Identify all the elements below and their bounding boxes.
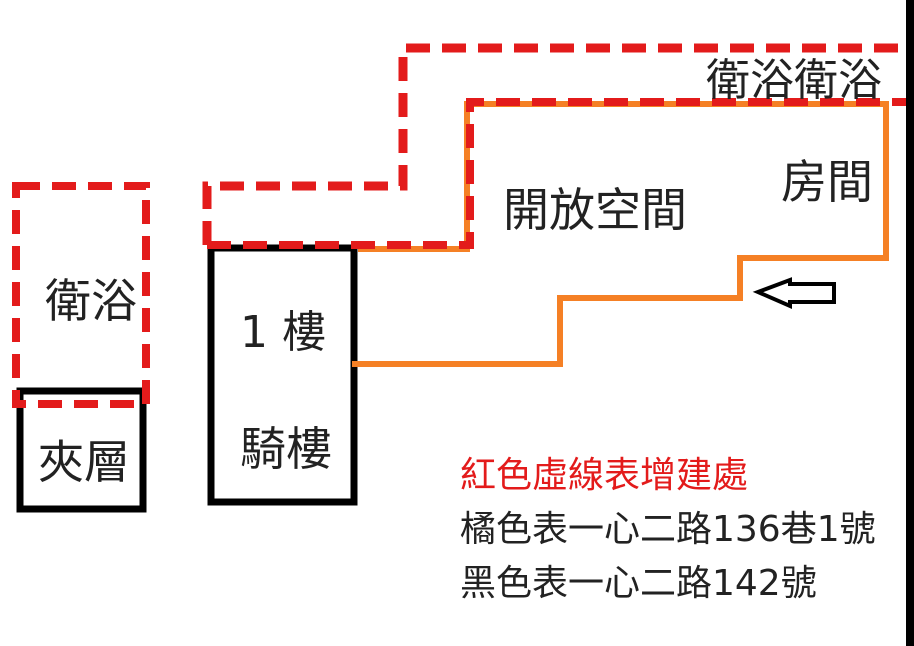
mezzanine-label: 夾層 (38, 435, 130, 489)
left-arrow-icon (752, 277, 836, 310)
added-lower-outline (207, 98, 914, 249)
mezzanine-box (16, 387, 147, 513)
bathroom-top-label: 衛浴衛浴 (706, 55, 882, 106)
added-bathroom-left (12, 182, 150, 408)
open-space-label: 開放空間 (503, 183, 687, 237)
floor1-label: 1 樓 (240, 307, 326, 358)
legend-red: 紅色虛線表增建處 (460, 455, 749, 496)
arcade-label: 騎樓 (240, 422, 332, 476)
legend-black: 黑色表一心二路142號 (460, 563, 817, 604)
added-upper-outline (202, 43, 914, 245)
bathroom-left-label: 衛浴 (45, 274, 137, 328)
legend-orange: 橘色表一心二路136巷1號 (460, 509, 876, 550)
room-label: 房間 (781, 155, 873, 209)
right-edge-bar (906, 0, 914, 646)
